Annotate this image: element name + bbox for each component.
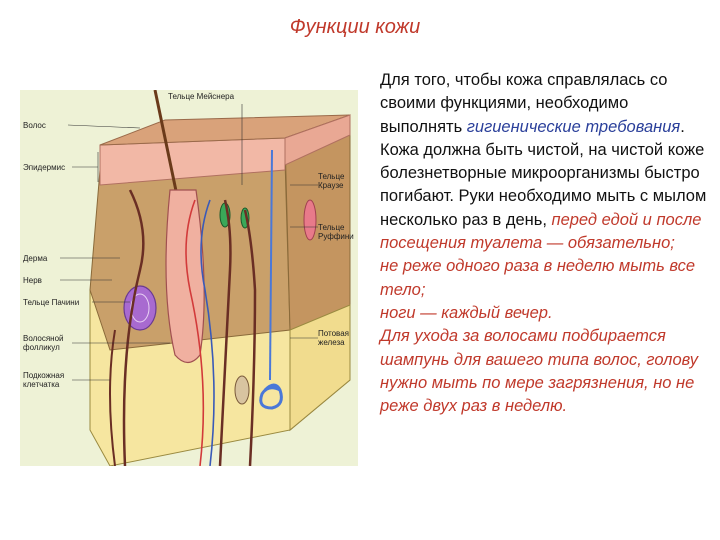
- rule-body: не реже одного раза в неделю мыть все те…: [380, 257, 696, 299]
- nerve-3: [243, 209, 257, 466]
- vessel-red: [185, 199, 205, 466]
- label-meissner: Тельце Мейснера: [168, 92, 235, 101]
- paragraph-intro-cont: . Кожа должна быть чистой, на чистой кож…: [380, 117, 707, 229]
- paragraph-intro: Для того, чтобы кожа справлялась со свои…: [380, 71, 668, 136]
- label-sweat-gland: Потовая железа: [318, 329, 349, 347]
- skin-illustration: [60, 90, 351, 466]
- label-ruffini: Тельце Руффини: [318, 223, 354, 241]
- label-hair: Волос: [23, 121, 46, 130]
- label-pacini: Тельце Пачини: [23, 298, 80, 307]
- label-nerve: Нерв: [23, 276, 42, 285]
- label-dermis: Дерма: [23, 254, 48, 263]
- label-krause: Тельце Краузе: [318, 172, 345, 190]
- slide-title: Функции кожи: [289, 16, 421, 38]
- rule-hands: перед едой и после посещения туалета — о…: [380, 210, 702, 253]
- rule-feet: ноги — каждый вечер.: [380, 303, 553, 322]
- meissner-body: [303, 199, 317, 241]
- pacini-body: [234, 375, 250, 405]
- body-text: Для того, чтобы кожа справлялась со свои…: [380, 69, 715, 418]
- nerve-2: [218, 199, 232, 466]
- vessel-blue: [200, 199, 215, 466]
- nerve-1: [122, 189, 145, 466]
- label-follicle: Волосяной фолликул: [23, 334, 64, 352]
- sweat-gland: [259, 383, 283, 410]
- label-subcutaneous: Подкожная клетчатка: [23, 371, 65, 389]
- hair-follicle: [165, 189, 205, 364]
- hygiene-requirements: гигиенические требования: [466, 117, 681, 136]
- sebaceous-gland: [123, 285, 157, 331]
- rule-hair: Для ухода за волосами подбирается шампун…: [380, 327, 698, 416]
- label-epidermis: Эпидермис: [23, 163, 66, 172]
- nerve-4: [109, 329, 116, 466]
- skin-diagram: Тельце Мейснера Волос Эпидермис Дерма Не…: [20, 90, 358, 466]
